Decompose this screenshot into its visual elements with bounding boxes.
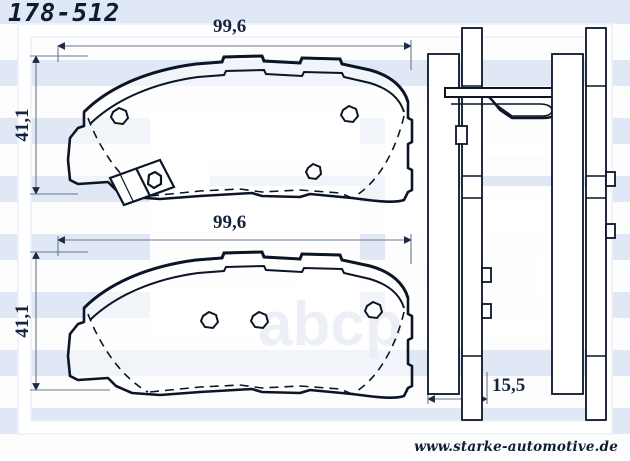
lower-pad-dashed-left [87, 313, 149, 393]
lower-pad-friction-edge-inner [89, 264, 405, 321]
side2-tab-lower [605, 223, 616, 239]
dimension-lines [30, 40, 488, 404]
upper-pad-view [66, 54, 414, 207]
side-view-plain [551, 27, 616, 421]
upper-pad-hole-center [304, 162, 323, 181]
side1-friction-block [427, 53, 460, 395]
side1-backing-plate [461, 27, 483, 421]
upper-pad-hole-right [339, 104, 360, 124]
upper-pad-friction-edge-outer [82, 54, 410, 114]
upper-pad-dashed-right [351, 115, 405, 199]
side1-tab-lower [481, 303, 492, 319]
side2-friction-block [551, 53, 584, 395]
side1-clip-foot [455, 125, 468, 145]
upper-pad-wear-sensor-bracket [108, 158, 176, 207]
upper-pad-dashed-bottom [149, 188, 353, 199]
side1-tab-upper [481, 267, 492, 283]
lower-pad-view [66, 250, 414, 399]
side2-backing-plate [585, 27, 607, 421]
lower-pad-dashed-right [351, 311, 405, 395]
side2-tab-upper [605, 171, 616, 187]
upper-pad-hole-left [109, 106, 130, 126]
lower-pad-backing-plate [66, 250, 414, 399]
wear-sensor-hole [146, 170, 163, 190]
lower-pad-hole-center [249, 310, 270, 330]
lower-pad-hole-left [199, 310, 220, 330]
side-view-with-sensor [427, 27, 562, 421]
lower-pad-hole-right [363, 300, 384, 320]
lower-pad-dashed-bottom [149, 384, 353, 395]
upper-pad-friction-edge-inner [89, 68, 405, 125]
lower-pad-friction-edge-outer [82, 250, 410, 310]
